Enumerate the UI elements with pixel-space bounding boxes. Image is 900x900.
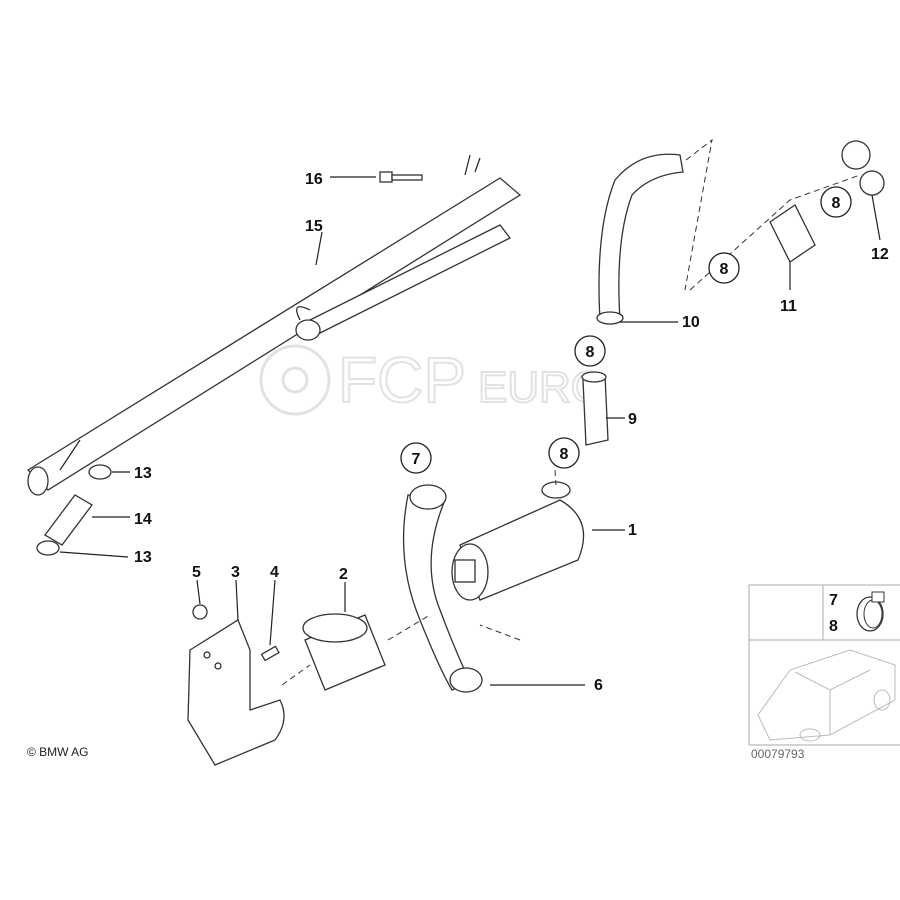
- callout-11: 11: [780, 298, 797, 315]
- watermark-logo: FCP EURO: [259, 343, 606, 417]
- callout-9: 9: [628, 411, 637, 428]
- svg-text:8: 8: [560, 446, 569, 463]
- screw-part: [260, 645, 280, 662]
- hose-sleeve-part: [769, 204, 816, 263]
- hose-sleeve-part: [582, 374, 609, 446]
- sleeve-part: [44, 494, 93, 546]
- inset-ref-7: 7: [829, 592, 838, 609]
- car-silhouette-icon: [757, 649, 896, 742]
- callout-6: 6: [594, 677, 603, 694]
- hose-part: [598, 153, 684, 321]
- fuel-rail-part: [26, 154, 522, 496]
- circled-callout-8: 8: [820, 186, 852, 218]
- circled-callout-7: 7: [400, 442, 432, 474]
- seal-ring-part: [36, 540, 60, 556]
- inset-box: 7 8: [748, 584, 900, 746]
- callout-13: 13: [134, 549, 152, 566]
- fuel-pump-part: [451, 469, 585, 641]
- connector-part: [449, 667, 483, 693]
- callout-10: 10: [682, 314, 700, 331]
- quick-connector-part: [841, 140, 885, 196]
- circled-callout-8: 8: [708, 252, 740, 284]
- bracket-part: [187, 619, 285, 766]
- circled-callout-8: 8: [574, 335, 606, 367]
- copyright-text: © BMW AG: [27, 745, 89, 759]
- nut-part: [192, 604, 208, 620]
- svg-text:7: 7: [412, 451, 421, 468]
- callout-2: 2: [339, 566, 348, 583]
- hose-clamp-icon: [856, 591, 885, 632]
- callout-1: 1: [628, 522, 637, 539]
- callout-13: 13: [134, 465, 152, 482]
- callout-12: 12: [871, 246, 889, 263]
- svg-text:8: 8: [720, 261, 729, 278]
- callout-16: 16: [305, 171, 323, 188]
- clamp-sleeve-part: [281, 613, 431, 691]
- callout-3: 3: [231, 564, 240, 581]
- bolt-part: [379, 171, 423, 183]
- inset-ref-8: 8: [829, 618, 838, 635]
- callout-4: 4: [270, 564, 279, 581]
- svg-text:FCP: FCP: [338, 344, 466, 416]
- callout-5: 5: [192, 564, 201, 581]
- svg-text:8: 8: [586, 344, 595, 361]
- seal-ring-part: [88, 464, 112, 480]
- circled-callout-8: 8: [548, 437, 580, 469]
- callout-15: 15: [305, 218, 323, 235]
- diagram-number: 00079793: [751, 747, 805, 761]
- callout-14: 14: [134, 511, 152, 528]
- svg-text:8: 8: [832, 195, 841, 212]
